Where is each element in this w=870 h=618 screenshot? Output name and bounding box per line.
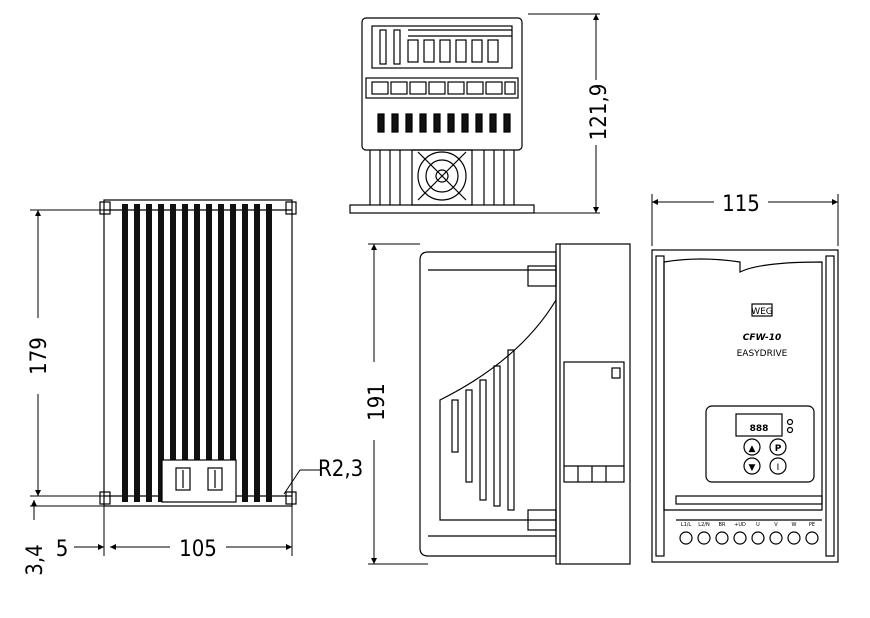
terminal-label: L1/L — [681, 522, 692, 528]
brand-logo — [751, 303, 773, 317]
dimension-top-height — [528, 13, 600, 214]
dim-text-5: 5 — [56, 537, 69, 562]
product-subtitle: EASYDRIVE — [737, 349, 788, 359]
dim-text-191: 191 — [365, 383, 390, 421]
top-terminal-row — [371, 81, 516, 95]
front-view — [651, 249, 839, 563]
heatsink-fins-back — [122, 204, 272, 502]
dim-text-121-9: 121,9 — [587, 84, 612, 141]
top-view — [349, 17, 535, 214]
logo-text: WEG — [751, 307, 773, 317]
terminal-label: V — [774, 522, 778, 528]
dim-text-179: 179 — [27, 337, 52, 375]
nameplate-label — [563, 361, 625, 483]
display-digits: 888 — [750, 424, 769, 434]
side-vent-slots — [451, 349, 515, 511]
terminal-label: PE — [809, 522, 815, 528]
terminal-labels: L1/L L2/N BR +UD U V W PE — [681, 522, 815, 528]
dim-text-115: 115 — [722, 192, 760, 217]
heatsink-fins-top — [369, 150, 515, 205]
terminal-label: U — [756, 522, 760, 528]
dim-text-r2-3: R2,3 — [318, 457, 363, 482]
terminal-label: L2/N — [698, 522, 710, 528]
cooling-fan — [411, 149, 473, 206]
back-connector — [161, 459, 237, 503]
dim-text-105: 105 — [179, 537, 217, 562]
down-button-icon: ▼ — [749, 463, 756, 473]
top-terminal-tabs — [379, 29, 512, 65]
terminal-label: +UD — [734, 522, 746, 528]
dimension-front-width — [651, 194, 839, 246]
keypad-panel — [705, 405, 815, 483]
terminal-label: BR — [719, 522, 726, 528]
run-button-icon: I — [777, 463, 780, 473]
front-terminal-strip — [675, 495, 823, 521]
dim-text-3-4: 3,4 — [23, 544, 48, 575]
front-screws — [679, 531, 819, 545]
side-clips — [527, 265, 557, 531]
radius-callout — [283, 469, 320, 495]
side-view — [419, 243, 631, 565]
dimension-bottom-width — [30, 500, 293, 556]
dimension-back-height — [30, 209, 104, 497]
product-name: CFW-10 — [743, 333, 782, 343]
dimension-side-height — [368, 243, 428, 565]
terminal-label: W — [792, 522, 797, 528]
program-button-label: P — [775, 444, 782, 454]
up-button-icon: ▲ — [749, 444, 756, 454]
top-screw-row — [377, 113, 511, 133]
back-view — [99, 199, 297, 507]
